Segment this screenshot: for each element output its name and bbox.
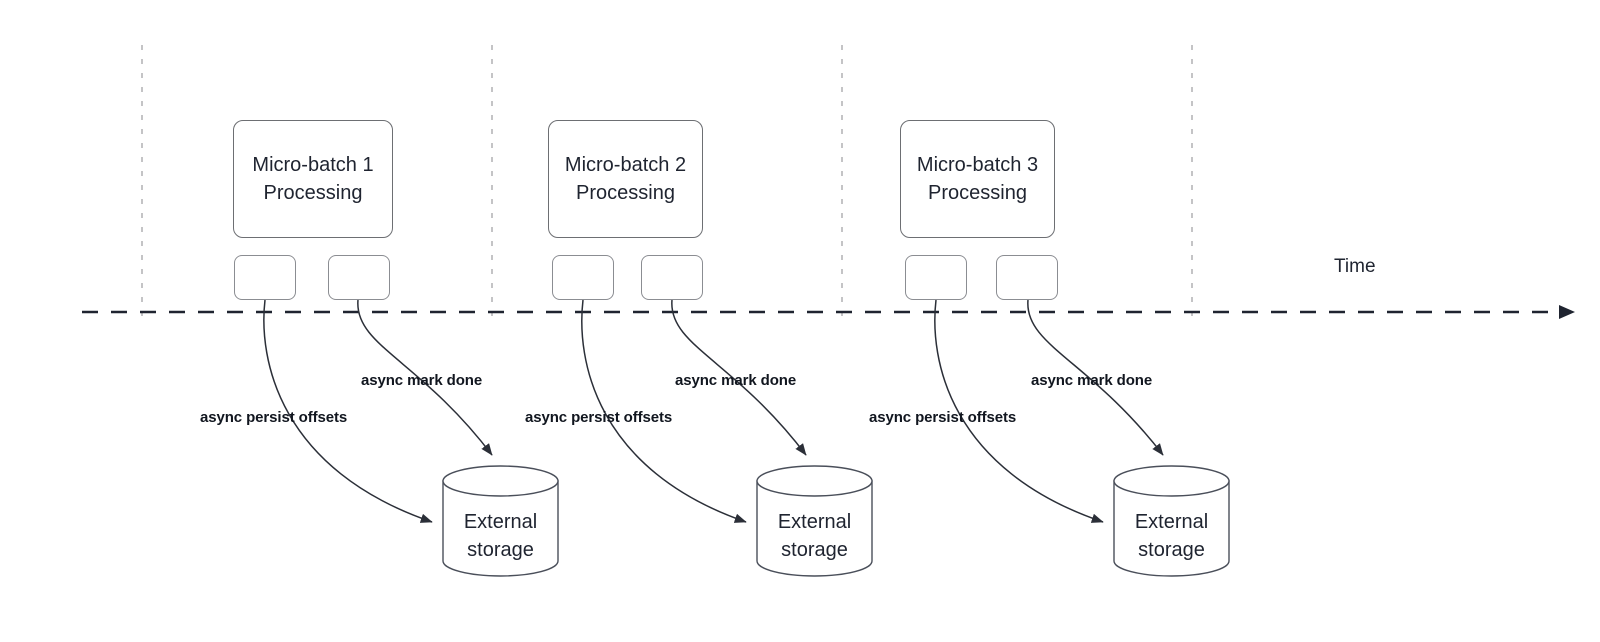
mark-done-arrow-2 xyxy=(671,299,807,456)
group-2-cylinder-top xyxy=(756,465,873,497)
batch-boundary-lines xyxy=(141,45,1193,320)
group-2-async-persist-offsets-label: async persist offsets xyxy=(525,409,673,426)
group-1-cylinder-body xyxy=(442,480,559,577)
group-1-offset-task-box[interactable] xyxy=(234,255,296,300)
group-3-async-mark-done-label: async mark done xyxy=(1031,372,1153,389)
group-1-cylinder-top xyxy=(442,465,559,497)
group-2-offset-task-box[interactable] xyxy=(552,255,614,300)
persist-offsets-arrow-3 xyxy=(934,299,1104,523)
group-3-mark-done-task-box[interactable] xyxy=(996,255,1058,300)
group-2-storage-cylinder[interactable] xyxy=(756,465,873,577)
connector-arrows xyxy=(263,299,1164,523)
group-2-async-mark-done-label: async mark done xyxy=(675,372,797,389)
group-3-cylinder-top xyxy=(1113,465,1230,497)
group-2-batch-box[interactable]: Micro-batch 2 Processing xyxy=(548,120,703,238)
group-1-storage-cylinder[interactable] xyxy=(442,465,559,577)
persist-offsets-arrow-2 xyxy=(581,299,747,523)
group-3-storage-cylinder[interactable] xyxy=(1113,465,1230,577)
persist-offsets-arrow-1 xyxy=(263,299,433,523)
mark-done-arrow-1 xyxy=(357,299,493,456)
time-axis-label: Time xyxy=(1334,256,1376,277)
group-1-async-persist-offsets-label: async persist offsets xyxy=(200,409,348,426)
group-3-cylinder-body xyxy=(1113,480,1230,577)
group-1-async-mark-done-label: async mark done xyxy=(361,372,483,389)
group-1-batch-box[interactable]: Micro-batch 1 Processing xyxy=(233,120,393,238)
group-3-batch-box[interactable]: Micro-batch 3 Processing xyxy=(900,120,1055,238)
time-axis xyxy=(82,305,1575,319)
group-2-mark-done-task-box[interactable] xyxy=(641,255,703,300)
group-3-offset-task-box[interactable] xyxy=(905,255,967,300)
group-2-cylinder-body xyxy=(756,480,873,577)
group-3-async-persist-offsets-label: async persist offsets xyxy=(869,409,1017,426)
time-axis-arrowhead xyxy=(1559,305,1575,319)
group-1-mark-done-task-box[interactable] xyxy=(328,255,390,300)
mark-done-arrow-3 xyxy=(1027,299,1164,456)
storage-cylinders xyxy=(442,465,1230,577)
